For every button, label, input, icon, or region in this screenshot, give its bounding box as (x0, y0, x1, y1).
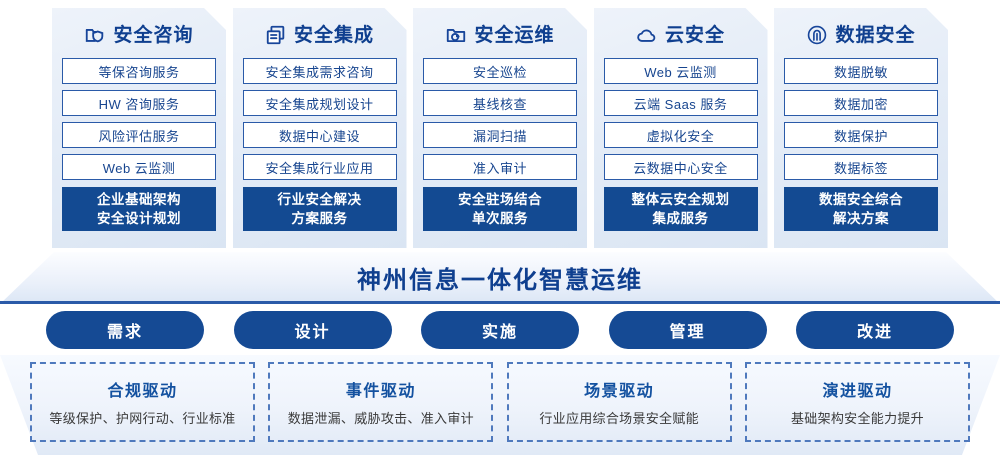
pillar-summary-line1: 安全驻场结合 (458, 192, 542, 207)
banner-bottom-rule (0, 301, 1000, 304)
driver-card-evolution: 演进驱动 基础架构安全能力提升 (744, 362, 970, 442)
pillar-item[interactable]: Web 云监测 (62, 154, 216, 180)
driver-card-scenario: 场景驱动 行业应用综合场景安全赋能 (506, 362, 732, 442)
lifecycle-pill-row: 需求 设计 实施 管理 改进 (0, 311, 1000, 349)
lifecycle-pill-improvement[interactable]: 改进 (796, 311, 954, 349)
lifecycle-pill-requirements[interactable]: 需求 (46, 311, 204, 349)
pillar-cards-row: 安全咨询 等保咨询服务 HW 咨询服务 风险评估服务 Web 云监测 企业基础架… (0, 0, 1000, 252)
lifecycle-pill-management[interactable]: 管理 (608, 311, 767, 349)
fingerprint-icon (806, 24, 828, 46)
driver-title: 演进驱动 (822, 383, 893, 400)
driver-subtitle: 行业应用综合场景安全赋能 (539, 411, 699, 426)
pillar-title: 安全集成 (293, 24, 374, 46)
driver-subtitle: 数据泄漏、威胁攻击、准入审计 (287, 411, 474, 426)
pillar-item[interactable]: 云数据中心安全 (604, 154, 758, 180)
pillar-item[interactable]: 等保咨询服务 (62, 58, 216, 84)
pillar-item[interactable]: 风险评估服务 (62, 122, 216, 148)
pillar-summary: 企业基础架构 安全设计规划 (62, 187, 216, 231)
pillar-item[interactable]: 数据标签 (784, 154, 938, 180)
pillar-summary-line2: 安全设计规划 (97, 211, 181, 226)
driver-title: 事件驱动 (345, 383, 416, 400)
cloud-icon (636, 24, 658, 46)
documents-stack-icon (265, 24, 287, 46)
pillar-summary-line1: 行业安全解决 (277, 192, 362, 207)
folder-shield-icon (84, 24, 106, 46)
pillar-item[interactable]: 虚拟化安全 (604, 122, 758, 148)
pillar-summary: 安全驻场结合 单次服务 (423, 187, 577, 231)
pillar-header: 数据安全 (806, 16, 915, 54)
driver-subtitle: 基础架构安全能力提升 (790, 411, 924, 426)
pillar-card-security-consulting: 安全咨询 等保咨询服务 HW 咨询服务 风险评估服务 Web 云监测 企业基础架… (52, 8, 226, 248)
platform-banner-title: 神州信息一体化智慧运维 (357, 266, 643, 294)
pillar-title: 云安全 (664, 24, 725, 46)
pillar-item[interactable]: 数据脱敏 (784, 58, 938, 84)
driver-card-incident: 事件驱动 数据泄漏、威胁攻击、准入审计 (268, 362, 494, 442)
pillar-item[interactable]: 云端 Saas 服务 (604, 90, 758, 116)
pillar-item[interactable]: 安全巡检 (423, 58, 577, 84)
pillar-item-list: 数据脱敏 数据加密 数据保护 数据标签 (784, 58, 938, 180)
platform-banner: 神州信息一体化智慧运维 (0, 252, 1000, 304)
pillar-item[interactable]: 安全集成规划设计 (243, 90, 397, 116)
pillar-summary-line1: 整体云安全规划 (631, 192, 730, 207)
pillar-summary-line2: 解决方案 (833, 211, 889, 226)
pillar-header: 安全咨询 (84, 16, 193, 54)
pillar-summary-line2: 集成服务 (652, 211, 709, 226)
pillar-summary-line1: 企业基础架构 (97, 192, 181, 207)
pillar-card-security-operations: 安全运维 安全巡检 基线核查 漏洞扫描 准入审计 安全驻场结合 单次服务 (413, 8, 587, 248)
pillar-item[interactable]: 安全集成需求咨询 (243, 58, 397, 84)
pillar-item[interactable]: 漏洞扫描 (423, 122, 577, 148)
pillar-header: 云安全 (636, 16, 725, 54)
pillar-item-list: Web 云监测 云端 Saas 服务 虚拟化安全 云数据中心安全 (604, 58, 758, 180)
pillar-summary-line2: 方案服务 (291, 211, 348, 226)
lifecycle-pill-implementation[interactable]: 实施 (421, 311, 579, 349)
pillar-summary-line1: 数据安全综合 (819, 192, 903, 207)
pillar-summary-line2: 单次服务 (472, 211, 528, 226)
drivers-row: 合规驱动 等级保护、护网行动、行业标准 事件驱动 数据泄漏、威胁攻击、准入审计 … (0, 355, 1000, 455)
driver-title: 场景驱动 (584, 383, 655, 400)
pillar-item[interactable]: 数据加密 (784, 90, 938, 116)
folder-chart-icon (445, 24, 467, 46)
pillar-summary: 整体云安全规划 集成服务 (604, 187, 758, 231)
pillar-item[interactable]: 准入审计 (423, 154, 577, 180)
pillar-item[interactable]: 基线核查 (423, 90, 577, 116)
pillar-item-list: 安全巡检 基线核查 漏洞扫描 准入审计 (423, 58, 577, 180)
driver-title: 合规驱动 (107, 383, 178, 400)
pillar-summary: 行业安全解决 方案服务 (243, 187, 397, 231)
pillar-title: 数据安全 (835, 24, 916, 46)
pillar-item[interactable]: 安全集成行业应用 (243, 154, 397, 180)
pillar-title: 安全运维 (474, 24, 555, 46)
pillar-card-cloud-security: 云安全 Web 云监测 云端 Saas 服务 虚拟化安全 云数据中心安全 整体云… (594, 8, 768, 248)
pillar-item[interactable]: 数据中心建设 (243, 122, 397, 148)
driver-subtitle: 等级保护、护网行动、行业标准 (49, 411, 236, 426)
pillar-item[interactable]: HW 咨询服务 (62, 90, 216, 116)
pillar-card-security-integration: 安全集成 安全集成需求咨询 安全集成规划设计 数据中心建设 安全集成行业应用 行… (233, 8, 407, 248)
pillar-item[interactable]: 数据保护 (784, 122, 938, 148)
pillar-title: 安全咨询 (113, 24, 194, 46)
drivers-trapezoid-background (0, 355, 1000, 455)
lifecycle-pill-design[interactable]: 设计 (233, 311, 392, 349)
pillar-item-list: 等保咨询服务 HW 咨询服务 风险评估服务 Web 云监测 (62, 58, 216, 180)
pillar-header: 安全集成 (265, 16, 374, 54)
pillar-item-list: 安全集成需求咨询 安全集成规划设计 数据中心建设 安全集成行业应用 (243, 58, 397, 180)
pillar-header: 安全运维 (445, 16, 554, 54)
pillar-summary: 数据安全综合 解决方案 (784, 187, 938, 231)
pillar-item[interactable]: Web 云监测 (604, 58, 758, 84)
driver-card-compliance: 合规驱动 等级保护、护网行动、行业标准 (30, 362, 255, 442)
pillar-card-data-security: 数据安全 数据脱敏 数据加密 数据保护 数据标签 数据安全综合 解决方案 (774, 8, 948, 248)
